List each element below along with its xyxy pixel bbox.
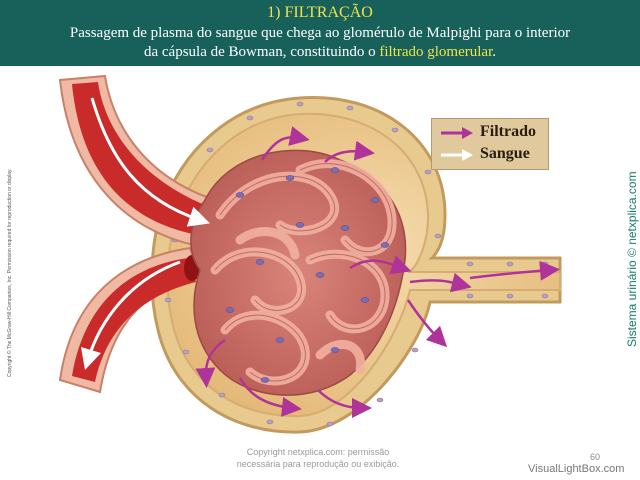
legend-item-filtrado: Filtrado bbox=[432, 122, 548, 144]
header-banner: 1) FILTRAÇÃO Passagem de plasma do sangu… bbox=[0, 0, 640, 66]
description-line-2-suffix: . bbox=[492, 44, 496, 60]
legend-item-sangue: Sangue bbox=[432, 144, 548, 166]
blood-arrow-icon bbox=[441, 149, 473, 161]
legend-label-sangue: Sangue bbox=[480, 145, 530, 162]
glomerulus-illustration bbox=[58, 74, 562, 434]
description-line-1: Passagem de plasma do sangue que chega a… bbox=[69, 25, 571, 41]
left-copyright: Copyright © The McGraw-Hill Companies, I… bbox=[7, 168, 13, 377]
footer-note-line-2: necessária para reprodução ou exibição. bbox=[236, 459, 400, 469]
capsule-cells bbox=[164, 101, 549, 427]
description-line-2-prefix: da cápsula de Bowman, constituindo o bbox=[143, 44, 380, 60]
blood-flow-arrows bbox=[80, 97, 210, 371]
side-credit: Sistema urinário © netxplica.com bbox=[625, 171, 639, 347]
slide-title: 1) FILTRAÇÃO bbox=[267, 4, 373, 21]
legend: Filtrado Sangue bbox=[431, 118, 549, 170]
capillary-tuft bbox=[190, 149, 407, 396]
watermark: VisualLightBox.com bbox=[528, 463, 625, 475]
footer-note-line-1: Copyright netxplica.com: permissão bbox=[246, 447, 390, 457]
filtrate-arrow-icon bbox=[441, 127, 473, 139]
highlight-term: filtrado glomerular bbox=[379, 44, 493, 60]
description-line-2: da cápsula de Bowman, constituindo o fil… bbox=[0, 43, 640, 62]
page-number: 60 bbox=[590, 452, 601, 462]
legend-label-filtrado: Filtrado bbox=[480, 123, 536, 140]
footer-note: Copyright netxplica.com: permissão neces… bbox=[218, 446, 418, 470]
filtrate-flow-arrows bbox=[195, 126, 560, 418]
